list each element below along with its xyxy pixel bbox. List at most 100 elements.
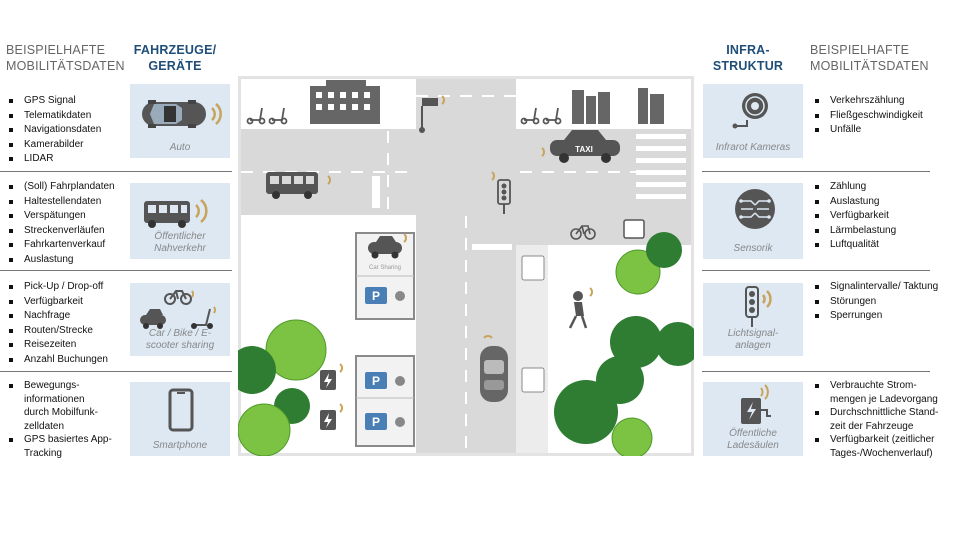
left-separator-1 xyxy=(0,171,232,172)
list-item: (Soll) Fahrplandaten xyxy=(6,180,130,195)
list-item: Verbrauchte Strom- mengen je Ladevorgang xyxy=(812,379,954,406)
scooters-top-right xyxy=(520,107,562,125)
carsharing-car: Car Sharing xyxy=(368,236,402,271)
svg-text:P: P xyxy=(372,415,380,429)
right-list-charging: Verbrauchte Strom- mengen je Ladevorgang… xyxy=(812,379,954,460)
svg-text:TAXI: TAXI xyxy=(575,145,593,154)
list-item: Verfügbarkeit xyxy=(812,209,952,224)
right-list-traffic-lights: Signalintervalle/ Taktung Störungen Sper… xyxy=(812,280,952,324)
list-item: Luftqualität xyxy=(812,238,952,253)
list-item: Streckenverläufen xyxy=(6,224,130,239)
charging-station-2 xyxy=(320,410,336,430)
sharing-icon xyxy=(140,290,216,329)
charging-station-1 xyxy=(320,370,336,390)
pedestrian xyxy=(568,291,588,329)
list-item: Lärmbelastung xyxy=(812,224,952,239)
list-item: Nachfrage xyxy=(6,309,130,324)
buildings-left xyxy=(310,80,380,124)
tile-auto: Auto xyxy=(130,84,230,158)
list-item: Pick-Up / Drop-off xyxy=(6,280,130,295)
parking-sign-3: P xyxy=(365,413,405,430)
list-item: Verfügbarkeit xyxy=(6,295,130,310)
list-item: Navigationsdaten xyxy=(6,123,126,138)
left-list-auto: GPS Signal Telematikdaten Navigationsdat… xyxy=(6,94,126,167)
tile-caption: Car / Bike / E- scooter sharing xyxy=(145,328,215,351)
svg-text:Car Sharing: Car Sharing xyxy=(369,265,401,271)
list-item: Störungen xyxy=(812,295,952,310)
tile-charging-stations: Öffentliche Ladesäulen xyxy=(703,382,803,456)
tile-infrared-cameras: Infrarot Kameras xyxy=(703,84,803,158)
right-separator-2 xyxy=(702,270,930,271)
tile-caption: Infrarot Kameras xyxy=(715,142,791,153)
left-separator-3 xyxy=(0,371,232,372)
list-item: Kamerabilder xyxy=(6,138,126,153)
list-item: LIDAR xyxy=(6,152,126,167)
list-item: Fließgeschwindigkeit xyxy=(812,109,952,124)
right-separator-1 xyxy=(702,171,930,172)
list-item: Telematikdaten xyxy=(6,109,126,124)
left-devices-header: FAHRZEUGE/ GERÄTE xyxy=(133,43,217,73)
right-list-cameras: Verkehrszählung Fließgeschwindigkeit Unf… xyxy=(812,94,952,138)
left-separator-2 xyxy=(0,270,232,271)
list-item: Zählung xyxy=(812,180,952,195)
list-item: Signalintervalle/ Taktung xyxy=(812,280,952,295)
svg-text:P: P xyxy=(372,289,380,303)
tile-caption: Smartphone xyxy=(152,440,208,451)
list-item: Haltestellendaten xyxy=(6,195,130,210)
charging-station-icon xyxy=(741,384,771,424)
tile-sensorik: Sensorik xyxy=(703,183,803,259)
city-scene: P P P Car Sharing xyxy=(238,76,694,456)
bus-icon xyxy=(144,199,208,228)
parking-sign-1: P xyxy=(365,287,405,304)
tile-caption: Lichtsignal- anlagen xyxy=(727,328,779,351)
tile-caption: Öffentliche Ladesäulen xyxy=(727,428,779,451)
list-item: Anzahl Buchungen xyxy=(6,353,130,368)
left-list-smartphone: Bewegungs- informationen durch Mobilfunk… xyxy=(6,379,130,460)
traffic-light-top xyxy=(419,98,438,133)
right-list-sensorik: Zählung Auslastung Verfügbarkeit Lärmbel… xyxy=(812,180,952,253)
list-item: Bewegungs- informationen durch Mobilfunk… xyxy=(6,379,130,433)
bus xyxy=(266,172,318,199)
scooters-top-left xyxy=(246,107,288,125)
list-item: Sperrungen xyxy=(812,309,952,324)
tile-caption: Öffentlicher Nahverkehr xyxy=(154,231,206,254)
taxi: TAXI xyxy=(550,130,620,163)
bike-right xyxy=(570,225,596,240)
list-item: Verkehrszählung xyxy=(812,94,952,109)
right-infra-header: INFRA- STRUKTUR xyxy=(712,43,784,73)
right-separator-3 xyxy=(702,371,930,372)
list-item: Verfügbarkeit (zeitlicher Tages-/Wochenv… xyxy=(812,433,954,460)
tile-caption: Auto xyxy=(169,142,191,153)
parking-area-bottom xyxy=(355,355,415,447)
list-item: GPS Signal xyxy=(6,94,126,109)
list-item: Auslastung xyxy=(6,253,130,268)
trees xyxy=(238,232,694,456)
list-item: GPS basiertes App- Tracking xyxy=(6,433,130,460)
sensor-icon xyxy=(735,189,775,229)
smartphone-icon xyxy=(168,388,194,432)
list-item: Verspätungen xyxy=(6,209,130,224)
list-item: Durchschnittliche Stand- zeit der Fahrze… xyxy=(812,406,954,433)
traffic-light-center xyxy=(497,179,511,214)
car-top-view xyxy=(480,346,508,402)
signal-waves xyxy=(327,95,593,413)
svg-text:P: P xyxy=(372,374,380,388)
list-item: Unfälle xyxy=(812,123,952,138)
tile-traffic-lights: Lichtsignal- anlagen xyxy=(703,283,803,356)
list-item: Routen/Strecke xyxy=(6,324,130,339)
car-icon xyxy=(142,100,222,128)
parking-sign-2: P xyxy=(365,372,405,389)
left-list-oepnv: (Soll) Fahrplandaten Haltestellendaten V… xyxy=(6,180,130,268)
camera-icon xyxy=(732,93,768,129)
traffic-light-icon xyxy=(745,286,772,327)
tile-oepnv: Öffentlicher Nahverkehr xyxy=(130,183,230,259)
tile-sharing: Car / Bike / E- scooter sharing xyxy=(130,283,230,356)
list-item: Auslastung xyxy=(812,195,952,210)
tile-caption: Sensorik xyxy=(733,243,773,254)
buildings-right xyxy=(572,88,664,124)
left-data-header: BEISPIELHAFTE MOBILITÄTSDATEN xyxy=(6,43,125,73)
left-list-sharing: Pick-Up / Drop-off Verfügbarkeit Nachfra… xyxy=(6,280,130,368)
list-item: Fahrkartenverkauf xyxy=(6,238,130,253)
tile-smartphone: Smartphone xyxy=(130,382,230,456)
list-item: Reisezeiten xyxy=(6,338,130,353)
